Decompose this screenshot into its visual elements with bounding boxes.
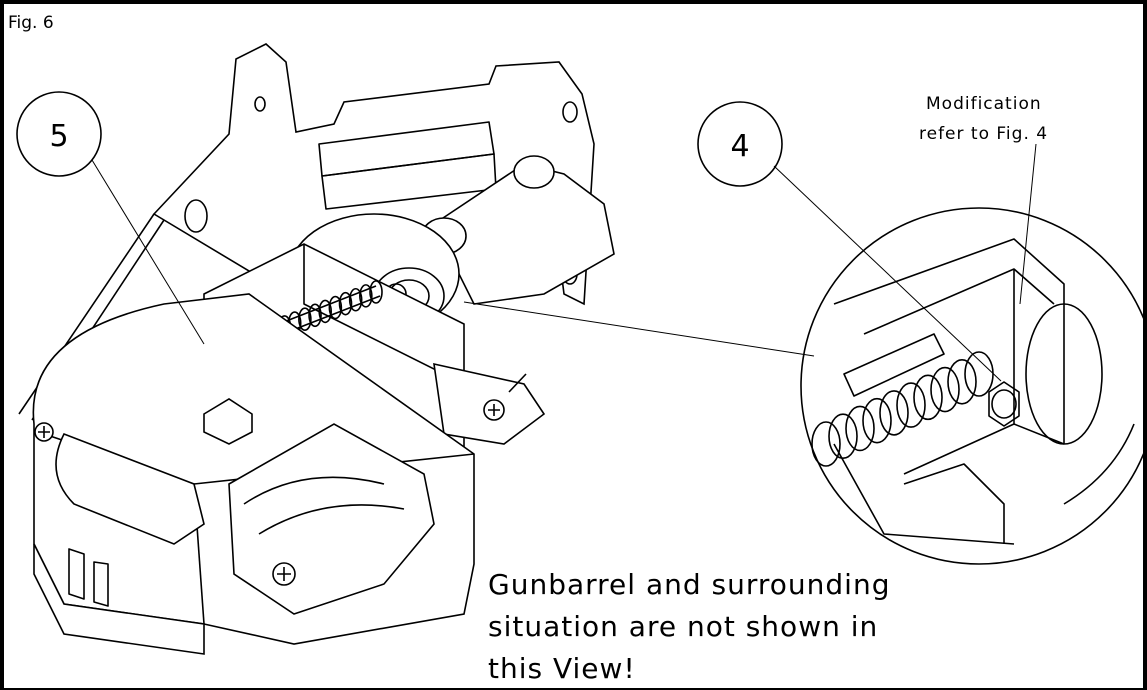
callout-5-number: 5 <box>49 119 68 154</box>
spring-coil <box>338 291 353 316</box>
detail-spring-coil <box>896 382 926 428</box>
callout-4-number: 4 <box>730 129 749 164</box>
spring-coil <box>328 295 343 320</box>
spring-coil <box>369 280 383 304</box>
detail-view <box>800 207 1143 565</box>
spring-coil <box>348 287 363 312</box>
spring-coil <box>359 284 373 308</box>
detail-spring-coil <box>930 366 960 413</box>
caption: Gunbarrel and surrounding situation are … <box>488 568 890 685</box>
spring-coil <box>308 303 322 328</box>
spring-coil <box>318 299 333 324</box>
detail-spring-coil <box>828 413 858 460</box>
caption-line-3: this View! <box>488 652 636 685</box>
note-line-1: Modification <box>926 94 1042 114</box>
modification-note: Modification refer to Fig. 4 <box>919 94 1048 305</box>
detail-spring-coil <box>845 405 875 452</box>
figure-label: Fig. 6 <box>8 13 54 33</box>
spring-coil <box>298 307 312 331</box>
detail-leader <box>463 301 815 357</box>
caption-line-1: Gunbarrel and surrounding <box>488 568 890 601</box>
solenoid-body <box>32 293 475 655</box>
detail-spring-coil <box>879 390 909 436</box>
detail-spring-coil <box>862 397 892 444</box>
technical-drawing: Fig. 6 <box>8 13 1143 685</box>
note-line-2: refer to Fig. 4 <box>919 124 1048 144</box>
detail-spring-coil <box>811 421 841 467</box>
callout-5: 5 <box>16 91 205 345</box>
caption-line-2: situation are not shown in <box>488 610 878 643</box>
detail-spring-coil <box>947 358 977 405</box>
callout-4: 4 <box>697 101 1002 382</box>
detail-spring-coil <box>913 374 943 421</box>
